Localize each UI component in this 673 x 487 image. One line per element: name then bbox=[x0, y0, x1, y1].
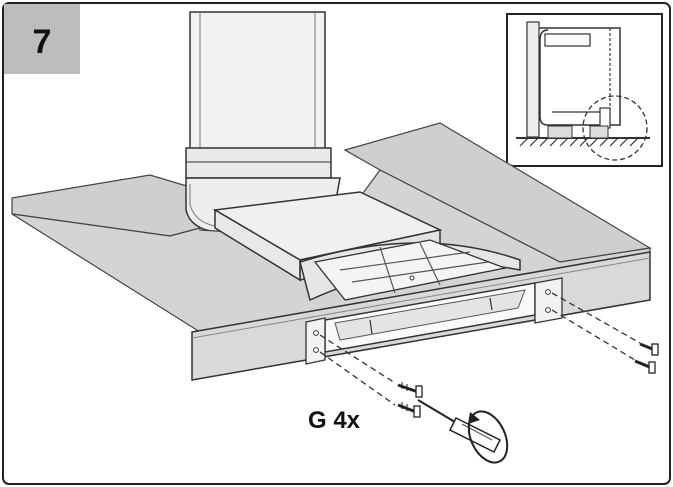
screw-quantity-label: G 4x bbox=[308, 407, 361, 434]
inset-plate bbox=[526, 21, 540, 138]
screw-4 bbox=[634, 359, 656, 374]
inset-floor-hatch bbox=[519, 137, 639, 147]
vent-grille bbox=[299, 239, 521, 302]
left-bracket bbox=[305, 317, 326, 365]
screw-1 bbox=[397, 382, 423, 398]
detail-inset bbox=[506, 13, 663, 167]
rotation-arrow-icon bbox=[467, 410, 509, 464]
screw-3 bbox=[639, 342, 659, 356]
screw-guide-lines bbox=[319, 292, 641, 406]
step-badge: 7 bbox=[4, 4, 80, 74]
screwdriver-icon bbox=[417, 399, 502, 454]
plinth-opening bbox=[324, 282, 536, 353]
right-bracket bbox=[534, 277, 563, 324]
step-badge-box bbox=[4, 4, 80, 74]
inset-cabinet bbox=[539, 27, 621, 126]
duct-collar bbox=[185, 147, 332, 179]
step-number: 7 bbox=[33, 23, 52, 61]
vertical-duct bbox=[185, 11, 341, 233]
screw-2 bbox=[397, 402, 421, 418]
inset-detail-circle bbox=[582, 95, 648, 161]
